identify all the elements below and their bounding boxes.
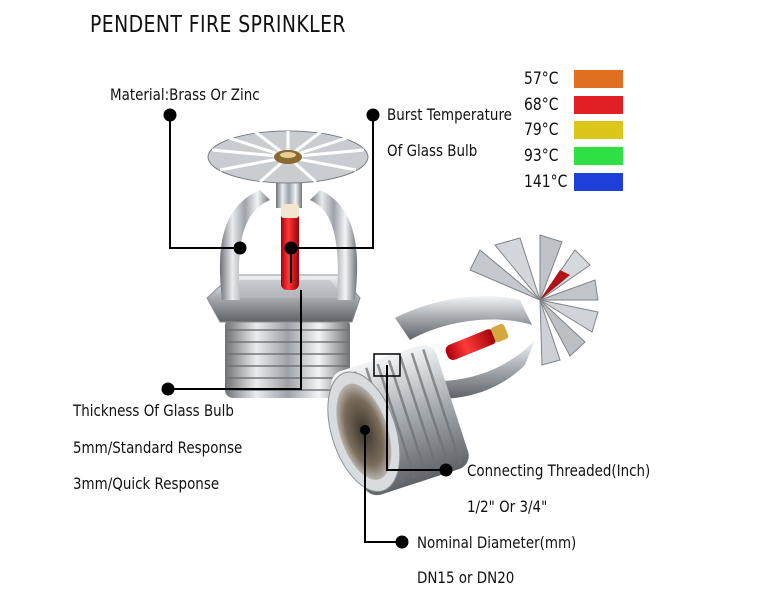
leader-lines: [168, 115, 446, 543]
standard-response-label: 5mm/Standard Response: [73, 438, 243, 457]
legend-row-79: 79°C: [524, 120, 623, 140]
legend-row-57: 57°C: [524, 69, 623, 89]
legend-label: 93°C: [524, 146, 559, 166]
nominal-diameter-label: Nominal Diameter(mm): [417, 533, 577, 552]
green-swatch: [574, 147, 623, 165]
burst-temperature-sublabel: Of Glass Bulb: [387, 141, 478, 160]
legend-label: 57°C: [524, 69, 559, 89]
material-label: Material:Brass Or Zinc: [110, 85, 260, 104]
thread-size-label: 1/2" Or 3/4": [467, 497, 548, 516]
blue-swatch: [574, 173, 623, 191]
red-swatch: [574, 96, 623, 114]
legend-label: 68°C: [524, 95, 559, 115]
nominal-diameter-values: DN15 or DN20: [417, 568, 515, 587]
upright-sprinkler: [206, 129, 369, 398]
page-title: PENDENT FIRE SPRINKLER: [90, 12, 346, 38]
leader-dots: [161, 108, 453, 549]
orange-swatch: [574, 70, 623, 88]
connecting-thread-label: Connecting Threaded(Inch): [467, 461, 651, 480]
legend-row-93: 93°C: [524, 146, 623, 166]
legend-label: 79°C: [524, 120, 559, 140]
glass-bulb-thickness-label: Thickness Of Glass Bulb: [73, 401, 234, 420]
quick-response-label: 3mm/Quick Response: [73, 474, 220, 493]
burst-temperature-label: Burst Temperature: [387, 105, 512, 124]
legend-label: 141°C: [524, 172, 568, 192]
legend-row-141: 141°C: [524, 172, 623, 192]
legend-row-68: 68°C: [524, 95, 623, 115]
yellow-swatch: [574, 121, 623, 139]
